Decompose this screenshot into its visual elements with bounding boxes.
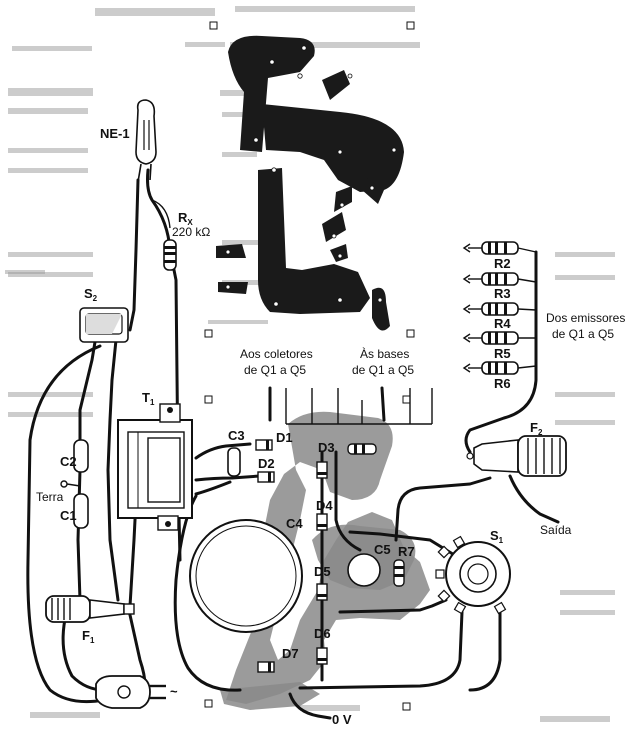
diode-d6	[316, 647, 328, 665]
label-c4: C4	[286, 516, 303, 531]
label-bases-line1: Às bases	[360, 346, 409, 361]
diode-d7	[257, 661, 275, 673]
label-r5: R5	[494, 346, 511, 361]
diode-d4	[316, 513, 328, 531]
resistor-r3	[481, 272, 519, 286]
label-r4: R4	[494, 316, 511, 331]
label-ac-symbol: ~	[170, 684, 178, 699]
capacitor-c3	[227, 447, 241, 477]
emitter-resistor-leads	[462, 243, 537, 373]
resistor-r6	[481, 361, 519, 375]
diode-d1	[255, 439, 273, 451]
label-r2: R2	[494, 256, 511, 271]
label-c2: C2	[60, 454, 77, 469]
label-terra: Terra	[36, 490, 64, 504]
diode-d3	[316, 461, 328, 479]
label-bases-line2: de Q1 a Q5	[352, 363, 414, 377]
label-r6: R6	[494, 376, 511, 391]
label-zero-v: 0 V	[332, 712, 352, 727]
capacitor-c2	[73, 439, 89, 473]
label-c3: C3	[228, 428, 245, 443]
mains-plug	[95, 675, 166, 709]
ground-terminal	[60, 480, 81, 488]
registration-marks	[204, 21, 415, 711]
pcb-layout	[216, 35, 404, 331]
resistor-bases	[347, 443, 377, 455]
resistor-r5	[481, 331, 519, 345]
label-coletores-line2: de Q1 a Q5	[244, 363, 306, 377]
switch-s2	[79, 307, 129, 343]
label-rx-value: 220 kΩ	[172, 225, 210, 239]
label-d4: D4	[316, 498, 333, 513]
fuse-holder-f2	[466, 435, 567, 477]
label-d1: D1	[276, 430, 293, 445]
label-f1: F1	[82, 628, 95, 645]
label-d2: D2	[258, 456, 275, 471]
label-d7: D7	[282, 646, 299, 661]
label-emissores-line1: Dos emissores	[546, 311, 625, 325]
label-s1: S1	[490, 528, 504, 545]
labels: NE-1 RX 220 kΩ S2 T1 C2 Terra C1 C3 D1 D…	[36, 126, 625, 727]
diode-d5	[316, 583, 328, 601]
label-c1: C1	[60, 508, 77, 523]
diode-d2	[257, 471, 275, 483]
transformer-t1	[117, 403, 193, 531]
label-saida: Saída	[540, 523, 572, 537]
label-emissores-line2: de Q1 a Q5	[552, 327, 614, 341]
label-t1: T1	[142, 390, 155, 407]
label-d5: D5	[314, 564, 331, 579]
capacitor-c1	[73, 493, 89, 529]
resistor-rx	[151, 199, 177, 271]
capacitor-c5	[347, 553, 381, 587]
label-r3: R3	[494, 286, 511, 301]
label-coletores-line1: Aos coletores	[240, 347, 313, 361]
label-c5: C5	[374, 542, 391, 557]
resistor-r2	[481, 241, 519, 255]
label-d6: D6	[314, 626, 331, 641]
transistor-connector	[285, 388, 433, 425]
neon-lamp-ne1	[135, 99, 157, 183]
capacitor-c4	[189, 519, 303, 633]
rotary-switch-s1	[435, 535, 511, 615]
label-r7: R7	[398, 544, 415, 559]
scan-remnants	[5, 6, 615, 722]
fuse-holder-f1	[45, 595, 135, 623]
resistor-r4	[481, 302, 519, 316]
label-rx: RX	[178, 210, 193, 227]
label-d3: D3	[318, 440, 335, 455]
resistor-r7	[393, 559, 405, 587]
label-s2: S2	[84, 286, 98, 303]
label-f2: F2	[530, 420, 543, 437]
label-ne1: NE-1	[100, 126, 130, 141]
